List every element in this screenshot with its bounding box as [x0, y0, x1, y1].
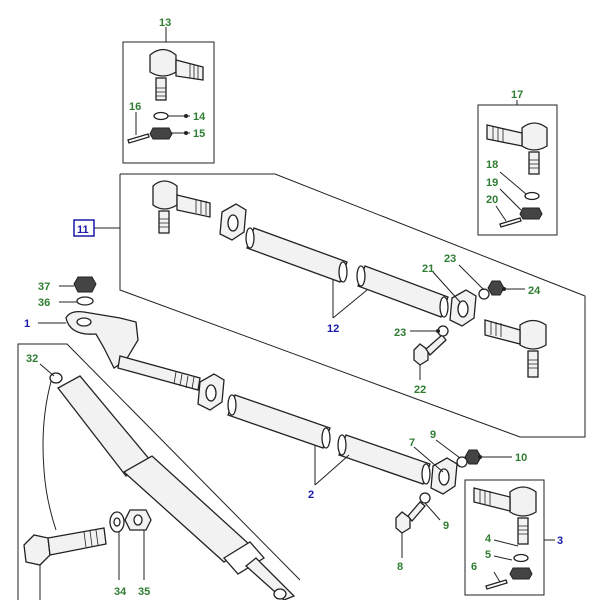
callout-15[interactable]: 15	[193, 128, 205, 140]
washer-23-upper	[478, 288, 490, 300]
callout-23-upper[interactable]: 23	[444, 253, 456, 265]
callout-12[interactable]: 12	[327, 323, 339, 335]
ball-joint-housing-17	[521, 122, 548, 151]
bolt-head	[23, 534, 51, 566]
washer-9-lower	[419, 492, 431, 504]
damper-body-lower	[122, 455, 252, 563]
bolt-22-shank	[425, 334, 447, 356]
washer-9-upper	[456, 456, 468, 468]
callout-37[interactable]: 37	[38, 281, 50, 293]
damper-fixings	[23, 509, 152, 566]
bolt-8-head	[395, 511, 411, 534]
callout-9-upper[interactable]: 9	[430, 429, 436, 441]
tie-rod-end-arm-17	[486, 124, 523, 147]
ball-stud-17	[528, 151, 540, 175]
tie-rod-assembly-11	[152, 180, 547, 378]
callout-16[interactable]: 16	[129, 101, 141, 113]
tie-rod-end-box-17	[477, 100, 558, 236]
damper-cable	[42, 377, 57, 531]
split-pin-6	[485, 579, 508, 590]
callout-20[interactable]: 20	[486, 194, 498, 206]
washer-18	[524, 191, 540, 201]
nut-10	[464, 449, 482, 465]
drag-link-end	[117, 355, 201, 391]
callout-10[interactable]: 10	[515, 452, 527, 464]
castle-nut-15	[149, 127, 173, 140]
adjusting-tube-12-left	[246, 227, 348, 283]
castle-nut-37	[73, 276, 97, 293]
drop-arm-assembly	[65, 276, 482, 534]
callout-5[interactable]: 5	[485, 549, 491, 561]
callout-21[interactable]: 21	[422, 263, 434, 275]
ball-joint-housing-a	[152, 180, 178, 210]
washer-36	[76, 296, 94, 306]
ball-stud-a	[158, 210, 170, 234]
drag-link-tube-2-right	[338, 434, 431, 485]
split-pin-16	[127, 133, 150, 144]
tie-rod-end-arm-a	[176, 194, 211, 218]
washer-14	[153, 111, 169, 121]
damper-body-upper	[57, 375, 151, 477]
callout-8[interactable]: 8	[397, 561, 403, 573]
tie-rod-end-arm-b	[484, 319, 521, 345]
callout-32[interactable]: 32	[26, 353, 38, 365]
callout-22[interactable]: 22	[414, 384, 426, 396]
callout-11-frame	[73, 219, 95, 237]
callout-19[interactable]: 19	[486, 177, 498, 189]
callout-13[interactable]: 13	[159, 17, 171, 29]
callout-17[interactable]: 17	[511, 89, 523, 101]
nut-24	[487, 280, 505, 296]
callout-4[interactable]: 4	[485, 533, 492, 545]
tie-rod-end-arm-3	[473, 487, 511, 512]
washer-5	[513, 553, 529, 563]
callout-35[interactable]: 35	[138, 586, 150, 598]
tie-rod-end-box-13	[122, 27, 215, 164]
callout-1[interactable]: 1	[24, 318, 30, 330]
drag-link-tube-2-left	[227, 394, 331, 449]
tie-rod-end-box-3	[464, 479, 555, 596]
callout-6[interactable]: 6	[471, 561, 477, 573]
assembly-11-outline	[119, 173, 586, 438]
callout-18[interactable]: 18	[486, 159, 498, 171]
ball-joint-housing	[149, 48, 177, 77]
callout-24[interactable]: 24	[528, 285, 541, 297]
bolt-shank	[47, 527, 107, 556]
callout-9-lower[interactable]: 9	[443, 520, 449, 532]
callout-3[interactable]: 3	[557, 535, 563, 547]
castle-nut-19	[519, 207, 543, 220]
ball-stud-3	[517, 517, 529, 545]
steering-damper-32	[17, 343, 301, 600]
callout-7[interactable]: 7	[409, 437, 415, 449]
ball-joint-housing-b	[519, 319, 547, 350]
ball-joint-housing-3	[509, 486, 537, 517]
bolt-22-head	[413, 343, 429, 366]
callout-34[interactable]: 34	[114, 586, 127, 598]
castle-nut-5	[509, 567, 533, 580]
damper-rod	[244, 557, 296, 600]
callout-14[interactable]: 14	[193, 111, 206, 123]
callout-23-lower[interactable]: 23	[394, 327, 406, 339]
ball-stud	[155, 77, 167, 101]
bolt-8-shank	[407, 501, 426, 523]
tie-rod-end-arm	[175, 59, 204, 81]
split-pin-20	[499, 217, 522, 228]
callout-11[interactable]: 11	[77, 224, 89, 236]
callout-2[interactable]: 2	[308, 489, 314, 501]
callout-36[interactable]: 36	[38, 297, 50, 309]
